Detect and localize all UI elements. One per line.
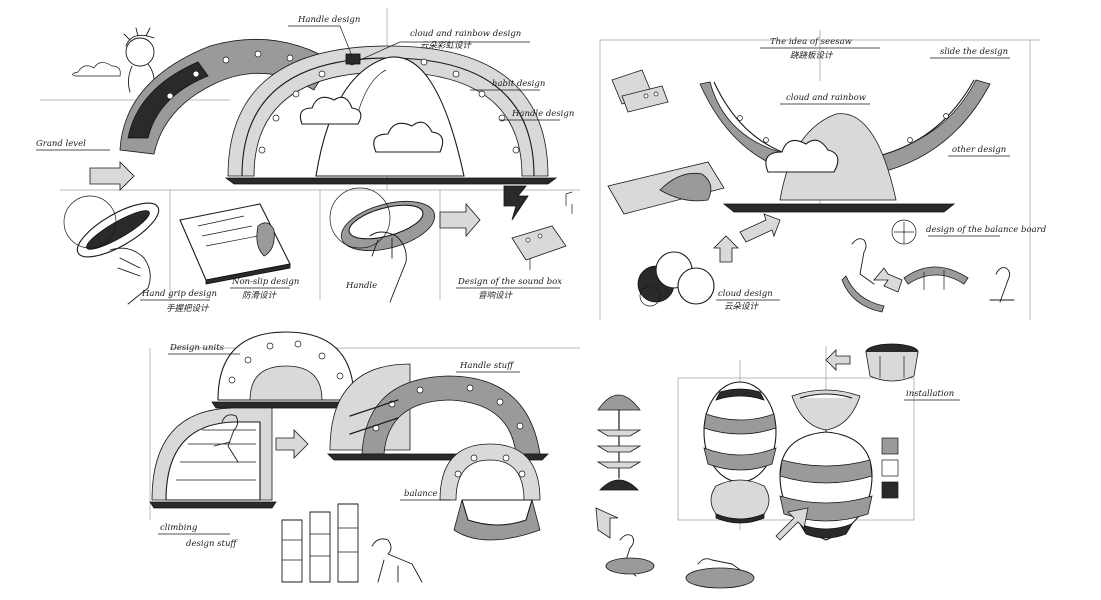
stacked-arch-segments xyxy=(327,363,549,461)
label-hand-grip-cn: 手握把设计 xyxy=(166,303,210,314)
label-non-slip-cn: 防滑设计 xyxy=(242,290,278,301)
balance-board-sketch xyxy=(841,219,1015,313)
bar-ladder-units xyxy=(281,503,359,583)
swatch-white xyxy=(881,459,899,477)
label-non-slip-design: Non-slip design xyxy=(231,277,299,287)
label-cloud-design-cn: 云朵设计 xyxy=(724,301,760,312)
umbrella-tree-unit xyxy=(596,394,642,491)
panel-rainbow-arch: Handle design cloud and rainbow design 云… xyxy=(36,8,574,190)
panel-modular-units: Design units Handle stuff balance climbi… xyxy=(149,331,580,583)
sound-box-sketch xyxy=(503,185,573,270)
label-hand-grip-design: Hand grip design xyxy=(141,289,217,299)
climbing-arch-unit xyxy=(149,407,277,509)
label-handle-small: Handle xyxy=(345,281,377,291)
label-handle-design-mid: Handle design xyxy=(511,109,574,119)
swatch-black xyxy=(881,481,899,499)
color-swatches xyxy=(881,437,899,499)
panel-egg-pods: installation xyxy=(595,343,960,589)
half-circle-unit xyxy=(211,331,361,409)
label-handle-stuff: Handle stuff xyxy=(459,361,515,371)
label-design-units: Design units xyxy=(169,343,225,353)
handle-grab-sketch xyxy=(329,187,436,303)
label-climbing: climbing xyxy=(160,523,198,533)
label-installation: installation xyxy=(906,389,954,399)
label-sound-box-cn: 音响设计 xyxy=(478,290,514,301)
label-cloud-design: cloud design xyxy=(718,289,773,299)
panel-detail-row: Hand grip design 手握把设计 Non-slip design 防… xyxy=(60,161,580,314)
cloud-cutout xyxy=(299,96,444,153)
panel-seesaw: The idea of seesaw 跷跷板设计 cloud and rainb… xyxy=(599,30,1047,320)
label-habit-design: habit design xyxy=(492,79,545,89)
half-ring-unit xyxy=(439,443,541,501)
label-balance-board: design of the balance board xyxy=(926,225,1047,235)
label-other-design: other design xyxy=(952,145,1006,155)
non-slip-pad-sketch xyxy=(179,203,291,285)
swatch-grey xyxy=(881,437,899,455)
child-figure-sketch xyxy=(123,27,155,93)
label-cloud-rainbow-design: cloud and rainbow design xyxy=(410,29,521,39)
hand-grip-sketch xyxy=(63,195,160,305)
dome-rotor-unit xyxy=(825,343,919,382)
label-idea-of-seesaw: The idea of seesaw xyxy=(770,37,853,47)
label-seesaw-cn: 跷跷板设计 xyxy=(790,50,834,61)
balance-bowl-unit xyxy=(453,499,541,541)
label-design-stuff: design stuff xyxy=(186,539,238,549)
label-cloud-and-rainbow: cloud and rainbow xyxy=(786,93,867,103)
label-cloud-rainbow-cn: 云朵彩虹设计 xyxy=(420,40,473,51)
cloud-design-sketch xyxy=(637,251,715,307)
label-handle-design-top: Handle design xyxy=(297,15,360,25)
label-sound-box: Design of the sound box xyxy=(457,277,562,287)
egg-pod-unit-1 xyxy=(703,381,777,524)
label-balance: balance xyxy=(404,489,438,499)
label-grand-level: Grand level xyxy=(36,139,86,149)
label-slide-design: slide the design xyxy=(940,47,1008,57)
